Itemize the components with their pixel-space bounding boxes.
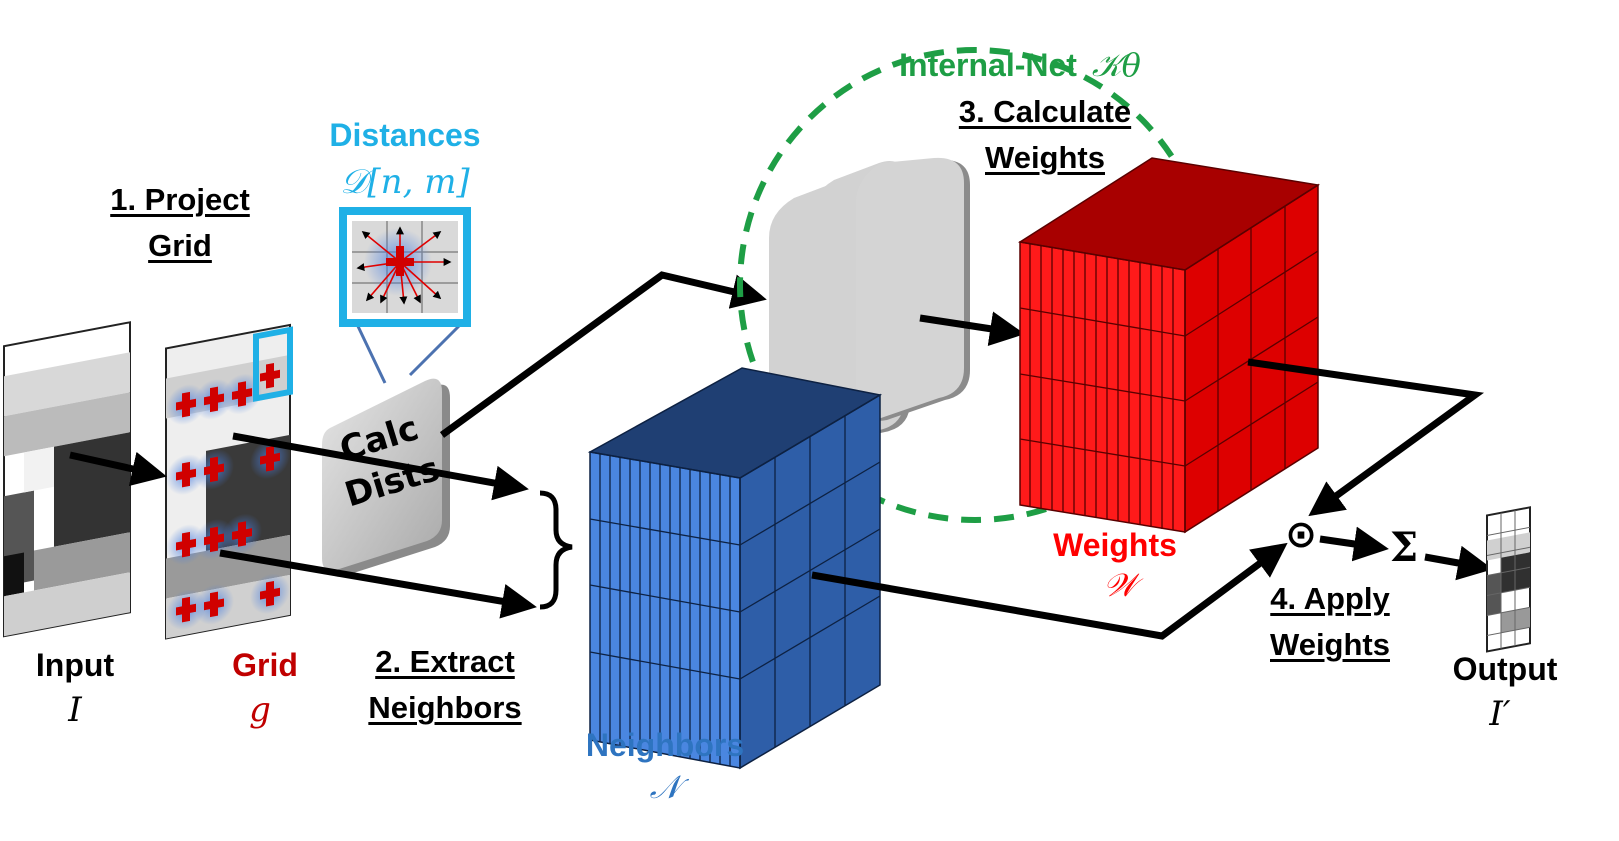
arrow-input-to-grid	[69, 451, 167, 487]
internal-net-text: Internal-Net	[899, 47, 1077, 83]
output-symbol: I′	[1489, 694, 1511, 734]
step2-line2: Neighbors	[368, 690, 522, 726]
step1-line2: Grid	[148, 228, 212, 264]
step4-line2: Weights	[1270, 627, 1390, 663]
distances-callout	[339, 207, 471, 384]
arrow-internal-to-weights	[919, 311, 1025, 347]
distances-label: Distances	[329, 117, 481, 153]
internal-net-label: Internal-Net 𝒦θ	[855, 46, 1185, 84]
step4-title: 4. Apply Weights	[1245, 581, 1415, 663]
input-image	[3, 321, 131, 638]
arrow-sum-to-output	[1424, 545, 1493, 581]
output-label: Output	[1452, 651, 1558, 687]
step1-line1: 1. Project	[110, 182, 250, 217]
step3-line2: Weights	[985, 140, 1105, 176]
weights-cube	[1017, 157, 1321, 534]
input-label: Input	[35, 647, 115, 683]
step2-line1: 2. Extract	[375, 644, 515, 679]
step3-title: 3. Calculate Weights	[940, 94, 1150, 176]
step1-title: 1. Project Grid	[90, 182, 270, 264]
grid-image	[165, 323, 293, 640]
arrow-weights-to-hadamard	[1247, 358, 1485, 517]
grid-label: Grid	[232, 647, 298, 683]
hadamard-symbol: ⊙	[1285, 512, 1317, 556]
arrow-calc-to-internal	[439, 271, 767, 438]
step2-title: 2. Extract Neighbors	[345, 644, 545, 726]
arrow-grid-to-extract-2	[219, 549, 537, 619]
neighbors-cube	[587, 367, 883, 770]
step4-line1: 4. Apply	[1270, 581, 1390, 616]
input-symbol: I	[68, 690, 82, 730]
extract-brace	[539, 490, 573, 610]
step3-line1: 3. Calculate	[958, 94, 1132, 129]
arrow-hadamard-to-sum	[1319, 526, 1389, 562]
grid-symbol: g	[249, 690, 271, 730]
neighbors-label: Neighbors	[585, 727, 745, 763]
internal-net-symbol: 𝒦θ	[1091, 46, 1141, 84]
output-image	[1486, 506, 1531, 653]
calc-dists-block	[322, 378, 450, 577]
neighbors-symbol: 𝒩	[649, 768, 681, 806]
distance-highlight-box	[253, 326, 293, 402]
weights-symbol: 𝒲	[1103, 566, 1137, 604]
arrow-neighbors-to-hadamard	[811, 542, 1288, 640]
sum-symbol: Σ	[1389, 524, 1419, 571]
weights-label: Weights	[1053, 527, 1177, 563]
arrow-grid-to-extract-1	[232, 432, 529, 501]
distances-symbol: 𝒟[n, m]	[340, 162, 470, 202]
